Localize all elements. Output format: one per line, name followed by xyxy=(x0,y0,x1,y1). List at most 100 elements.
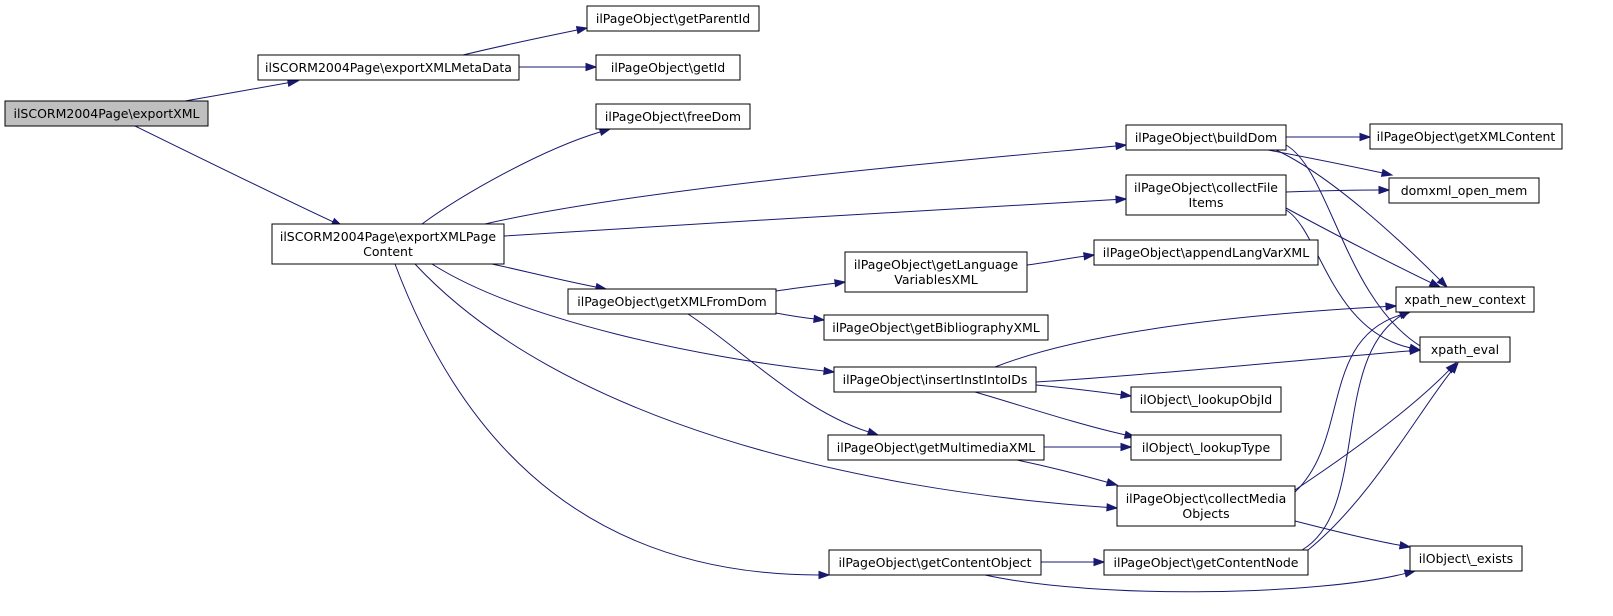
node-label: ilPageObject\getBibliographyXML xyxy=(832,320,1040,335)
edge-line xyxy=(1285,189,1380,193)
node-xpath-eval[interactable]: xpath_eval xyxy=(1419,336,1511,363)
edge-line xyxy=(1285,207,1432,284)
node-label: Objects xyxy=(1182,506,1229,521)
edge-arrowhead xyxy=(1428,278,1442,288)
edge-line xyxy=(1275,149,1441,281)
node-domxml-open-mem[interactable]: domxml_open_mem xyxy=(1388,177,1540,204)
node-box xyxy=(1369,123,1563,150)
node-label: ilPageObject\getLanguage xyxy=(854,257,1019,272)
edge-export-xmlpage-content-to-build-dom xyxy=(484,141,1128,225)
node-label: ilSCORM2004Page\exportXMLPage xyxy=(280,229,497,244)
edge-arrowhead xyxy=(1105,478,1119,487)
node-box xyxy=(844,251,1028,293)
edge-line xyxy=(1294,314,1401,493)
node-box xyxy=(827,434,1045,461)
node-label: domxml_open_mem xyxy=(1401,183,1528,198)
node-label: ilPageObject\getMultimediaXML xyxy=(837,440,1035,455)
edge-get-content-node-to-xpath-eval xyxy=(1307,361,1459,551)
edge-get-multimedia-xml-to-lookup-type xyxy=(1044,442,1133,452)
edge-arrowhead xyxy=(598,127,612,137)
edge-arrowhead xyxy=(1106,503,1119,512)
node-lookup-obj-id[interactable]: ilObject\_lookupObjId xyxy=(1130,386,1282,413)
node-exists[interactable]: ilObject\_exists xyxy=(1409,545,1523,572)
node-get-bibliography-xml[interactable]: ilPageObject\getBibliographyXML xyxy=(823,314,1049,341)
edge-line xyxy=(775,312,815,320)
edge-get-content-node-to-xpath-new-context xyxy=(1301,309,1412,551)
node-box xyxy=(823,314,1049,341)
edge-line xyxy=(1016,459,1108,483)
edge-export-xmlpage-content-to-free-dom xyxy=(421,127,612,225)
edge-get-content-object-to-get-content-node xyxy=(1041,557,1106,567)
node-insert-inst-into-ids[interactable]: ilPageObject\insertInstIntoIDs xyxy=(833,366,1037,393)
edge-build-dom-to-domxml-open-mem xyxy=(1267,149,1394,177)
node-box xyxy=(271,223,505,265)
edge-export-xml-to-export-xmlpage-content xyxy=(134,125,344,227)
node-get-content-object[interactable]: ilPageObject\getContentObject xyxy=(828,549,1042,576)
edge-line xyxy=(1267,149,1383,174)
edge-collect-media-objects-to-exists xyxy=(1294,520,1412,550)
edge-arrowhead xyxy=(575,25,589,35)
node-get-xmlcontent[interactable]: ilPageObject\getXMLContent xyxy=(1369,123,1563,150)
edge-line xyxy=(1026,255,1085,266)
edge-arrowhead xyxy=(1436,276,1449,289)
edge-line xyxy=(687,313,869,433)
edge-arrowhead xyxy=(866,427,880,436)
edge-line xyxy=(503,199,1117,237)
edge-arrowhead xyxy=(1120,442,1133,452)
edge-line xyxy=(984,572,1406,593)
node-export-xml[interactable]: ilSCORM2004Page\exportXML xyxy=(4,100,209,127)
edge-arrowhead xyxy=(585,62,598,72)
edge-line xyxy=(431,263,825,372)
edge-arrowhead xyxy=(1093,557,1106,567)
node-box xyxy=(828,549,1042,576)
node-box xyxy=(586,5,760,32)
node-label: ilObject\_lookupObjId xyxy=(1140,392,1272,407)
node-label: ilPageObject\collectFile xyxy=(1134,180,1278,195)
edge-export-xmlpage-content-to-get-xmlfrom-dom xyxy=(491,263,608,292)
node-lookup-type[interactable]: ilObject\_lookupType xyxy=(1130,434,1282,461)
edge-line xyxy=(1307,370,1453,551)
node-label: ilPageObject\appendLangVarXML xyxy=(1103,245,1309,260)
node-xpath-new-context[interactable]: xpath_new_context xyxy=(1395,286,1535,313)
edge-build-dom-to-get-xmlcontent xyxy=(1285,132,1372,142)
node-get-parent-id[interactable]: ilPageObject\getParentId xyxy=(586,5,760,32)
node-label: ilPageObject\getId xyxy=(611,60,725,75)
edge-arrowhead xyxy=(1115,141,1128,151)
edge-line xyxy=(994,306,1387,368)
node-label: ilObject\_exists xyxy=(1419,551,1513,566)
node-free-dom[interactable]: ilPageObject\freeDom xyxy=(595,103,751,130)
node-build-dom[interactable]: ilPageObject\buildDom xyxy=(1125,124,1287,151)
edge-arrowhead xyxy=(823,366,836,376)
edge-arrowhead xyxy=(1378,185,1391,195)
node-get-xmlfrom-dom[interactable]: ilPageObject\getXMLFromDom xyxy=(567,288,777,315)
node-export-xmlmeta-data[interactable]: ilSCORM2004Page\exportXMLMetaData xyxy=(257,54,520,81)
node-box xyxy=(1125,174,1287,216)
edge-get-xmlfrom-dom-to-get-language-variables-xml xyxy=(775,279,847,292)
node-box xyxy=(4,100,209,127)
edge-collect-media-objects-to-xpath-eval xyxy=(1294,361,1458,491)
edge-export-xmlmeta-data-to-get-parent-id xyxy=(462,25,589,56)
node-label: ilPageObject\getContentNode xyxy=(1114,555,1299,570)
node-label: xpath_eval xyxy=(1431,342,1499,357)
node-get-id[interactable]: ilPageObject\getId xyxy=(595,54,741,81)
edge-export-xml-to-export-xmlmeta-data xyxy=(184,78,300,102)
edge-line xyxy=(414,263,1108,508)
node-box xyxy=(1103,549,1309,576)
edge-get-xmlfrom-dom-to-get-bibliography-xml xyxy=(775,312,826,324)
edge-arrowhead xyxy=(818,570,831,580)
edge-export-xmlpage-content-to-collect-file-items xyxy=(503,195,1128,237)
edge-line xyxy=(775,282,836,292)
node-label: ilPageObject\getParentId xyxy=(596,11,750,26)
node-append-lang-var-xml[interactable]: ilPageObject\appendLangVarXML xyxy=(1093,239,1319,266)
node-box xyxy=(1125,124,1287,151)
node-box xyxy=(257,54,520,81)
edge-collect-media-objects-to-xpath-new-context xyxy=(1294,311,1412,493)
node-get-content-node[interactable]: ilPageObject\getContentNode xyxy=(1103,549,1309,576)
node-get-multimedia-xml[interactable]: ilPageObject\getMultimediaXML xyxy=(827,434,1045,461)
edge-arrowhead xyxy=(813,314,826,324)
